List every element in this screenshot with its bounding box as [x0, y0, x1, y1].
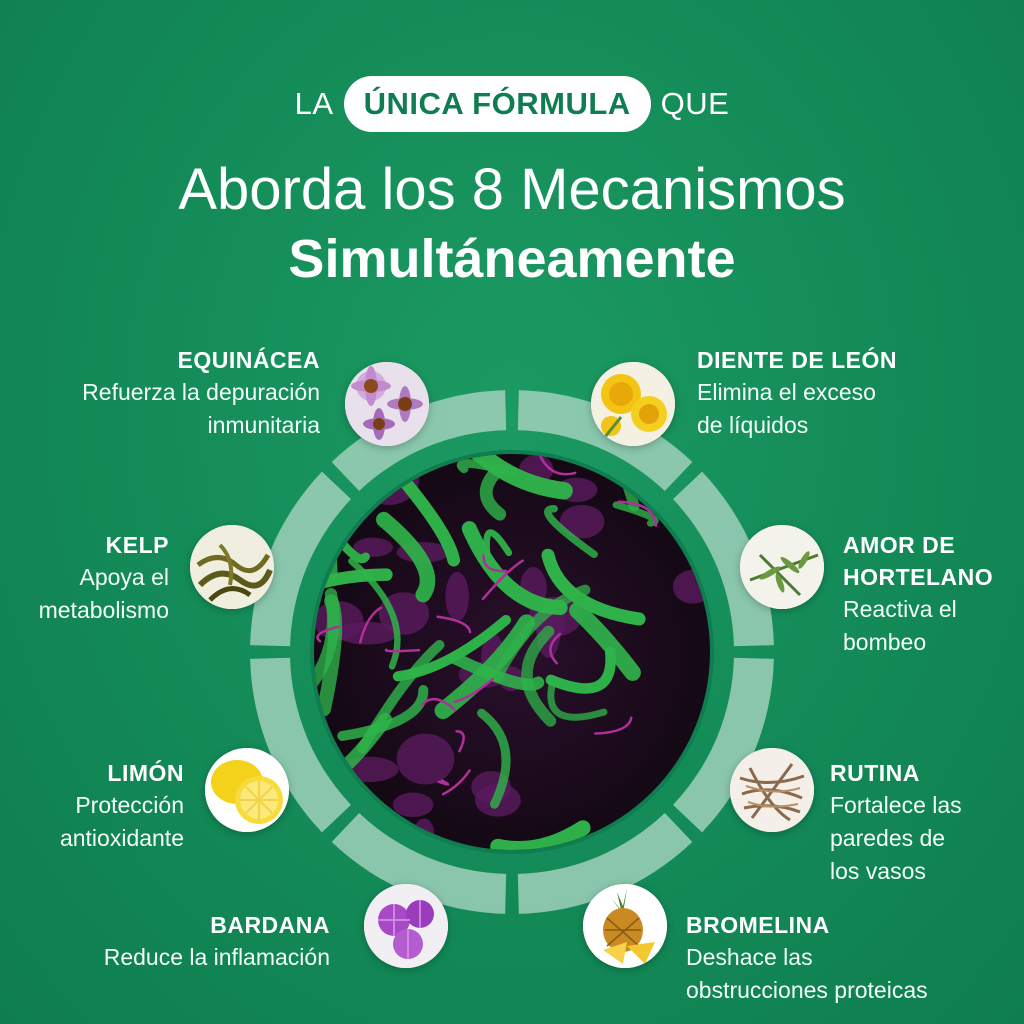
- vessel-branch: [449, 652, 545, 691]
- ring-segment: [250, 471, 351, 647]
- ingredient-rutin: RUTINA Fortalece las paredes de los vaso…: [830, 757, 962, 888]
- ingredient-kelp: KELP Apoya el metabolismo: [39, 529, 169, 627]
- tissue-blob: [445, 571, 469, 622]
- ingredient-desc: Reduce la inflamación: [103, 944, 330, 970]
- ring-segment: [673, 657, 774, 833]
- page-title: Aborda los 8 Mecanismos: [178, 157, 846, 222]
- vessel-branch: [545, 646, 616, 694]
- page-subtitle: Simultáneamente: [288, 229, 736, 289]
- ingredient-name: EQUINÁCEA: [177, 347, 320, 373]
- ingredient-desc: Elimina el exceso de líquidos: [697, 379, 876, 438]
- ring-segment: [250, 657, 351, 833]
- capillary-line: [594, 716, 633, 735]
- vessel-branch: [547, 677, 608, 721]
- ingredient-bromelain: BROMELINA Deshace las obstrucciones prot…: [686, 909, 928, 1007]
- tissue-blob: [353, 537, 393, 557]
- vessel-branch: [541, 548, 646, 626]
- ring-segment: [517, 390, 693, 491]
- vessel-branch: [337, 685, 429, 741]
- capillary-line: [617, 500, 658, 527]
- capillary-line: [549, 632, 562, 665]
- eyebrow-suffix: QUE: [660, 86, 730, 121]
- capillary-line: [359, 606, 383, 644]
- ingredient-name: KELP: [105, 532, 169, 558]
- ingredient-name: LIMÓN: [107, 760, 184, 786]
- vessel-branch: [461, 521, 568, 616]
- ingredient-name: RUTINA: [830, 760, 920, 786]
- ingredient-burdock: BARDANA Reduce la inflamación: [104, 909, 330, 974]
- ring-segment: [673, 471, 774, 647]
- ingredient-desc: Protección antioxidante: [59, 792, 184, 851]
- capillary-line: [316, 625, 340, 643]
- ingredient-desc: Deshace las obstrucciones proteicas: [686, 944, 928, 1003]
- capillary-line: [436, 615, 472, 634]
- vessel-branch: [477, 708, 511, 809]
- capillary-line: [455, 730, 465, 753]
- ring-segment: [331, 390, 507, 491]
- ingredient-lemon: LIMÓN Protección antioxidante: [60, 757, 184, 855]
- pineapple-icon: [583, 884, 667, 968]
- tissue-blob: [559, 504, 605, 539]
- vessel-branch: [544, 505, 598, 559]
- capillary-line: [437, 779, 450, 786]
- ingredient-desc: Refuerza la depuración inmunitaria: [82, 379, 320, 438]
- capillary-line: [452, 677, 495, 703]
- ingredient-desc: Reactiva el bombeo: [843, 596, 957, 655]
- vessel-branch: [314, 587, 340, 706]
- eyebrow-headline: LA ÚNICA FÓRMULA QUE: [0, 76, 1024, 132]
- capillary-line: [420, 698, 456, 711]
- capillary-line: [482, 554, 508, 573]
- vessel-branch: [376, 511, 436, 603]
- ingredient-name: DIENTE DE LEÓN: [697, 347, 897, 373]
- dandelion-icon: [591, 362, 675, 446]
- vessel-branch: [348, 557, 401, 670]
- rutin-icon: [730, 748, 814, 832]
- capillary-line: [535, 454, 577, 476]
- echinacea-icon: [345, 362, 429, 446]
- vessel-branch: [612, 501, 659, 527]
- ingredient-name: AMOR DE HORTELANO: [843, 532, 994, 590]
- vessel-branch: [490, 820, 591, 850]
- highlight-pill: ÚNICA FÓRMULA: [343, 76, 651, 132]
- ingredient-name: BARDANA: [210, 912, 330, 938]
- eyebrow-prefix: LA: [294, 86, 334, 121]
- capillary-line: [384, 648, 421, 653]
- capillary-line: [441, 769, 471, 796]
- ingredient-cleavers: AMOR DE HORTELANO Reactiva el bombeo: [843, 529, 993, 659]
- ingredient-name: BROMELINA: [686, 912, 830, 938]
- lemon-icon: [205, 748, 289, 832]
- tissue-blob: [392, 792, 434, 818]
- ingredient-echinacea: EQUINÁCEA Refuerza la depuración inmunit…: [82, 344, 320, 442]
- ingredient-desc: Fortalece las paredes de los vasos: [830, 792, 962, 884]
- kelp-icon: [190, 525, 274, 609]
- vessel-branch: [521, 625, 557, 727]
- burdock-icon: [364, 884, 448, 968]
- vessel-branch: [479, 465, 507, 521]
- ring-segment: [331, 813, 507, 914]
- cleavers-icon: [740, 525, 824, 609]
- ring-segments: [250, 390, 774, 914]
- vessel-branch: [569, 602, 641, 681]
- tissue-blob: [378, 592, 430, 635]
- capillary-line: [481, 559, 524, 601]
- ingredient-desc: Apoya el metabolismo: [38, 564, 169, 623]
- ring-segment: [517, 813, 693, 914]
- tissue-blob: [396, 733, 455, 785]
- ingredient-dandelion: DIENTE DE LEÓN Elimina el exceso de líqu…: [697, 344, 897, 442]
